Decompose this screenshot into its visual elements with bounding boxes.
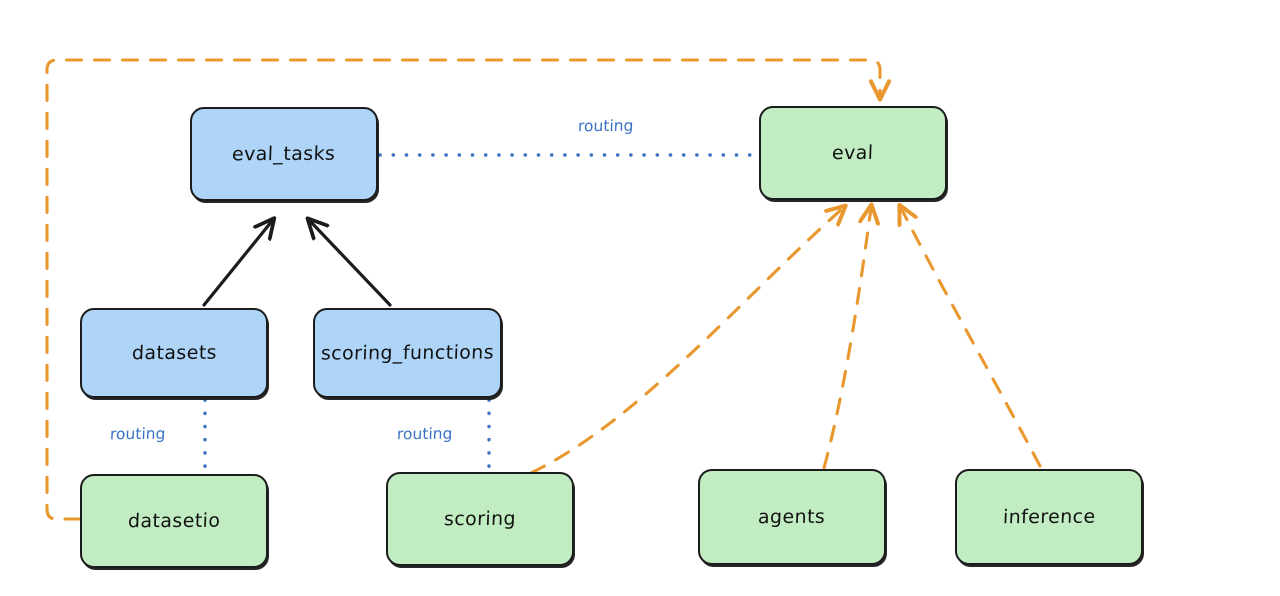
node-datasets[interactable]: datasets [80, 308, 268, 398]
node-eval[interactable]: eval [759, 106, 947, 200]
node-eval_tasks[interactable]: eval_tasks [190, 107, 378, 201]
node-inference[interactable]: inference [955, 469, 1143, 565]
node-label-scoring: scoring [443, 507, 517, 531]
edge-datasetio-eval [45, 58, 880, 521]
node-label-inference: inference [1002, 505, 1096, 529]
node-label-datasets: datasets [131, 341, 217, 365]
node-label-eval_tasks: eval_tasks [231, 142, 337, 166]
node-label-eval: eval [831, 141, 875, 165]
edge-label-routing-eval_tasks-eval: routing [577, 116, 634, 136]
node-scoring_functions[interactable]: scoring_functions [313, 308, 502, 398]
edge-label-routing-scoring_functions-scoring: routing [396, 424, 453, 444]
node-label-agents: agents [757, 505, 827, 529]
edge-label-routing-datasets-datasetio: routing [109, 424, 166, 444]
edge-datasets-eval_tasks [202, 221, 272, 307]
node-scoring[interactable]: scoring [386, 472, 574, 566]
node-label-datasetio: datasetio [127, 509, 221, 533]
edge-inference-eval [901, 208, 1042, 468]
node-label-scoring_functions: scoring_functions [320, 341, 495, 365]
edge-agents-eval [822, 208, 871, 470]
node-agents[interactable]: agents [698, 469, 886, 565]
edge-scoring_functions-eval_tasks [310, 221, 392, 307]
node-datasetio[interactable]: datasetio [80, 474, 268, 568]
edge-scoring-eval [529, 208, 843, 475]
